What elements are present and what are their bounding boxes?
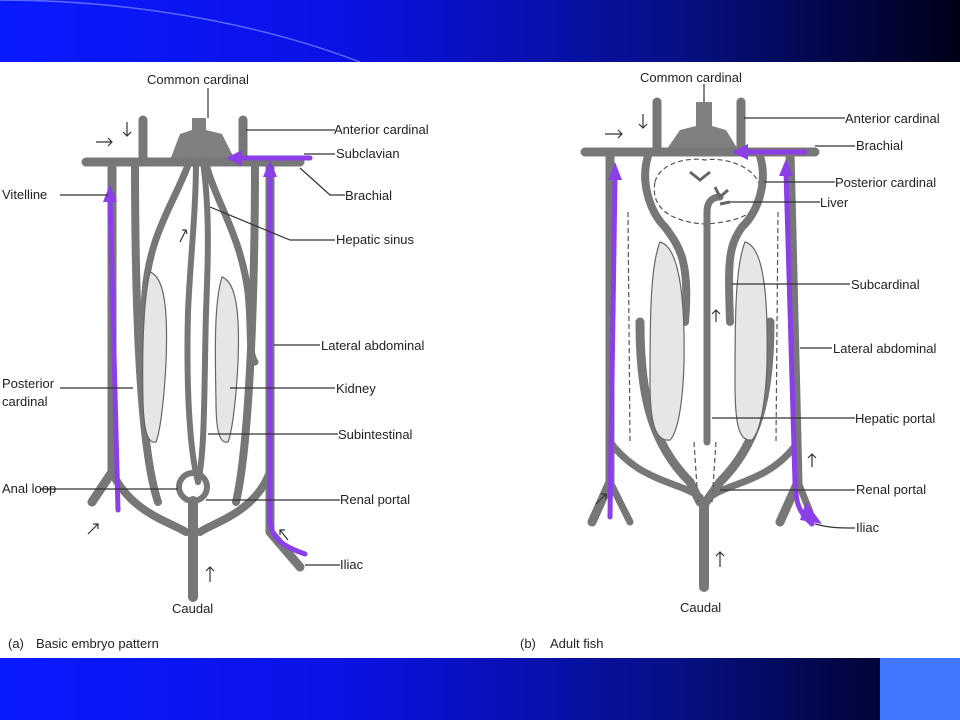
b-dashed-left: [627, 211, 631, 443]
b-caudal-left-join: [606, 438, 704, 501]
b-label-anterior-cardinal: Anterior cardinal: [845, 111, 940, 126]
circulation-figure: Common cardinal Anterior cardinal Subcla…: [2, 70, 940, 651]
a-highlight-left: [107, 194, 121, 513]
a-posterior-cardinal-left: [131, 158, 162, 506]
a-label-brachial: Brachial: [345, 188, 392, 203]
b-common-cardinal-sinus: [662, 102, 742, 156]
a-arrow-right: [96, 137, 113, 147]
b-arrow-up-portal: [711, 309, 721, 322]
b-liver-branches: [689, 170, 731, 206]
a-label-anterior-cardinal: Anterior cardinal: [334, 122, 429, 137]
a-arrow-hepatic: [179, 229, 188, 243]
b-label-posterior-cardinal: Posterior cardinal: [835, 175, 936, 190]
b-posterior-cardinal-right: [725, 152, 767, 326]
b-label-renal-portal: Renal portal: [856, 482, 926, 497]
a-leader-hepatic-sinus: [209, 206, 335, 241]
b-arrow-up-right: [807, 453, 817, 467]
b-left-outer-vein: [587, 147, 615, 527]
a-right-outer-vein: [265, 157, 305, 572]
a-label-subintestinal: Subintestinal: [338, 427, 413, 442]
b-label-iliac: Iliac: [856, 520, 880, 535]
b-label-common-cardinal: Common cardinal: [640, 70, 742, 85]
a-label-iliac: Iliac: [340, 557, 364, 572]
a-highlight-right: [267, 169, 308, 557]
b-arrow-right: [605, 129, 623, 139]
a-arrow-up: [205, 566, 215, 582]
b-dashed-right: [775, 211, 779, 443]
a-label-vitelline: Vitelline: [2, 187, 47, 202]
b-highlight-right-head: [779, 159, 793, 176]
a-label-kidney: Kidney: [336, 381, 376, 396]
b-highlight-brachial-head: [732, 144, 748, 160]
b-caption: Adult fish: [550, 636, 603, 651]
a-label-common-cardinal: Common cardinal: [147, 72, 249, 87]
b-label-lateral-abdominal: Lateral abdominal: [833, 341, 936, 356]
a-highlight-subclavian-head: [226, 150, 242, 166]
b-highlight-iliac-head: [800, 502, 822, 524]
a-arrow-iliac-right: [279, 529, 289, 541]
a-caption: Basic embryo pattern: [36, 636, 159, 651]
a-label-subclavian: Subclavian: [336, 146, 400, 161]
a-label-lateral-abdominal: Lateral abdominal: [321, 338, 424, 353]
a-label-posterior: Posterior: [2, 376, 55, 391]
b-arrow-iliac-left: [595, 493, 607, 505]
corner-box: [880, 658, 960, 720]
b-highlight-left-head: [608, 162, 622, 180]
a-leader-brachial: [299, 167, 345, 196]
a-subintestinal-right: [195, 159, 211, 485]
b-caudal-right-join: [706, 438, 802, 501]
b-label-hepatic-portal: Hepatic portal: [855, 411, 935, 426]
a-label-renal-portal: Renal portal: [340, 492, 410, 507]
b-kidney-right: [734, 241, 768, 441]
b-arrow-down: [638, 114, 648, 129]
b-posterior-cardinal-left: [641, 152, 691, 326]
b-leader-iliac: [814, 523, 856, 529]
b-subcardinal-left: [635, 317, 705, 507]
a-kidney-left: [142, 271, 168, 443]
b-hepatic-portal: [703, 193, 724, 446]
a-arrow-down: [122, 122, 132, 137]
b-arrow-up-caudal: [715, 551, 725, 567]
b-left-iliac-split: [606, 478, 634, 526]
panel-a-embryo: Common cardinal Anterior cardinal Subcla…: [2, 72, 429, 651]
a-caudal-right-join: [196, 468, 274, 536]
a-caption-letter: (a): [8, 636, 24, 651]
top-band: [0, 0, 960, 62]
a-common-cardinal-sinus: [170, 118, 235, 160]
b-label-brachial: Brachial: [856, 138, 903, 153]
a-label-hepatic-sinus: Hepatic sinus: [336, 232, 415, 247]
a-vitelline-right: [201, 156, 259, 366]
a-subintestinal-left: [184, 159, 201, 485]
a-label-cardinal: cardinal: [2, 394, 48, 409]
a-highlight-right-head: [263, 160, 277, 177]
b-label-liver: Liver: [820, 195, 849, 210]
top-swoosh: [0, 0, 361, 62]
b-kidney-left: [649, 241, 685, 441]
panel-b-adult: Common cardinal Anterior cardinal Brachi…: [520, 70, 940, 651]
b-label-subcardinal: Subcardinal: [851, 277, 920, 292]
b-caption-letter: (b): [520, 636, 536, 651]
a-highlight-left-head: [103, 184, 117, 202]
b-highlight-left: [607, 174, 618, 520]
a-label-caudal: Caudal: [172, 601, 213, 616]
a-arrow-iliac-left: [87, 523, 99, 535]
a-label-anal-loop: Anal loop: [2, 481, 56, 496]
a-kidney-right: [214, 276, 240, 443]
bottom-band: [0, 658, 960, 720]
b-label-caudal: Caudal: [680, 600, 721, 615]
